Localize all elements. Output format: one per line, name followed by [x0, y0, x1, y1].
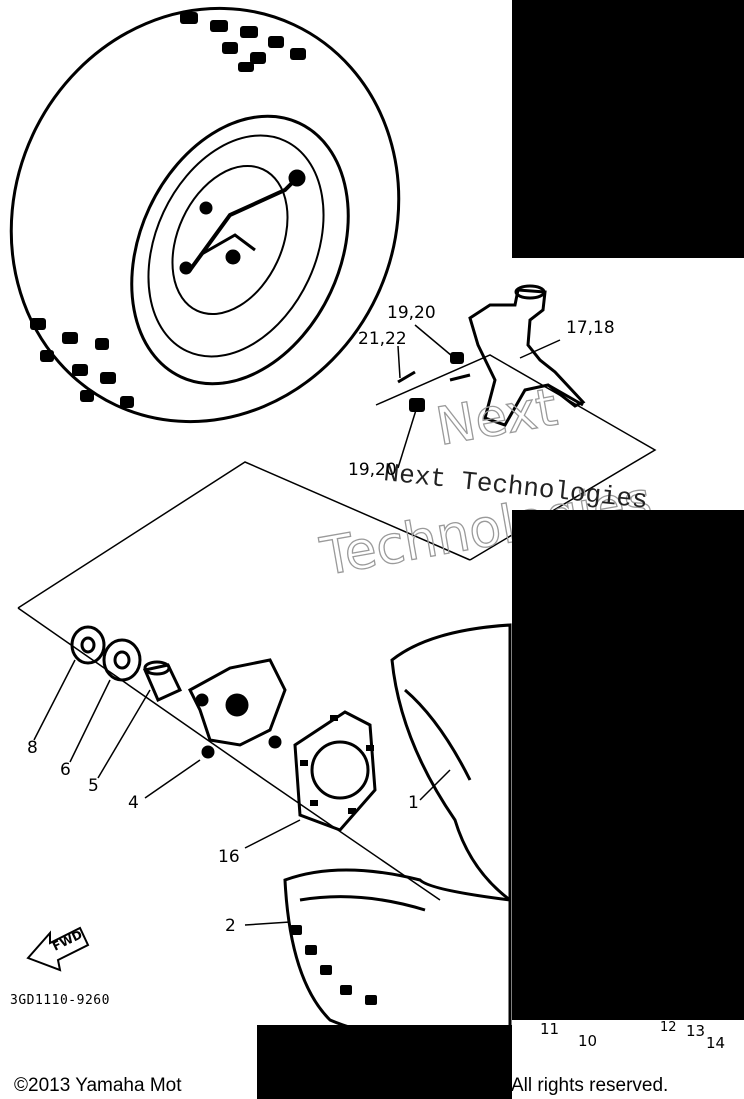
callout-19-20-top: 19,20: [387, 303, 436, 323]
callout-19-20-bottom: 19,20: [348, 460, 397, 480]
copyright-left: ©2013 Yamaha Mot: [14, 1075, 182, 1096]
callout-6: 6: [60, 760, 71, 780]
callout-2: 2: [225, 916, 236, 936]
oil-seal: [70, 625, 106, 665]
tire-assembly-top: [9, 6, 401, 424]
redaction-block-top-right: [512, 0, 744, 258]
callout-4: 4: [128, 793, 139, 813]
callout-11: 11: [540, 1020, 559, 1038]
castle-nut-top: [450, 352, 464, 364]
callout-1: 1: [408, 793, 419, 813]
redaction-block-bottom: [257, 1025, 512, 1099]
callout-12: 12: [660, 1020, 677, 1035]
rim-gasket: [293, 710, 377, 832]
steering-knuckle: [468, 284, 586, 427]
wheel-hub: [188, 658, 287, 759]
callout-17-18: 17,18: [566, 318, 615, 338]
callout-labels: 19,20 21,22 17,18 19,20 8 6 5 4 16 1 2 1…: [27, 303, 725, 1052]
callout-10: 10: [578, 1032, 597, 1050]
callout-21-22: 21,22: [358, 329, 407, 349]
watermark-next: Next: [432, 378, 562, 458]
copyright-right: All rights reserved.: [511, 1075, 669, 1096]
bearing: [102, 638, 142, 682]
cotter-pins: [397, 370, 471, 384]
callout-8: 8: [27, 738, 38, 758]
castle-nut-bottom: [409, 398, 425, 412]
callout-5: 5: [88, 776, 99, 796]
spacer: [142, 660, 183, 702]
forward-arrow-icon: FWD: [26, 926, 90, 972]
callout-14: 14: [706, 1034, 725, 1052]
redaction-block-middle-right: [512, 510, 744, 1020]
callout-16: 16: [218, 847, 240, 867]
callout-13: 13: [686, 1022, 705, 1040]
rim-half-inner: [283, 868, 512, 1040]
rim-half-outer: [390, 623, 512, 904]
leader-lines: [33, 324, 561, 926]
copyright-footer: ©2013 Yamaha Mot All rights reserved.: [14, 1073, 734, 1099]
diagram-code: 3GD1110-9260: [10, 993, 110, 1008]
assembly-plane-outlines: [17, 354, 657, 901]
